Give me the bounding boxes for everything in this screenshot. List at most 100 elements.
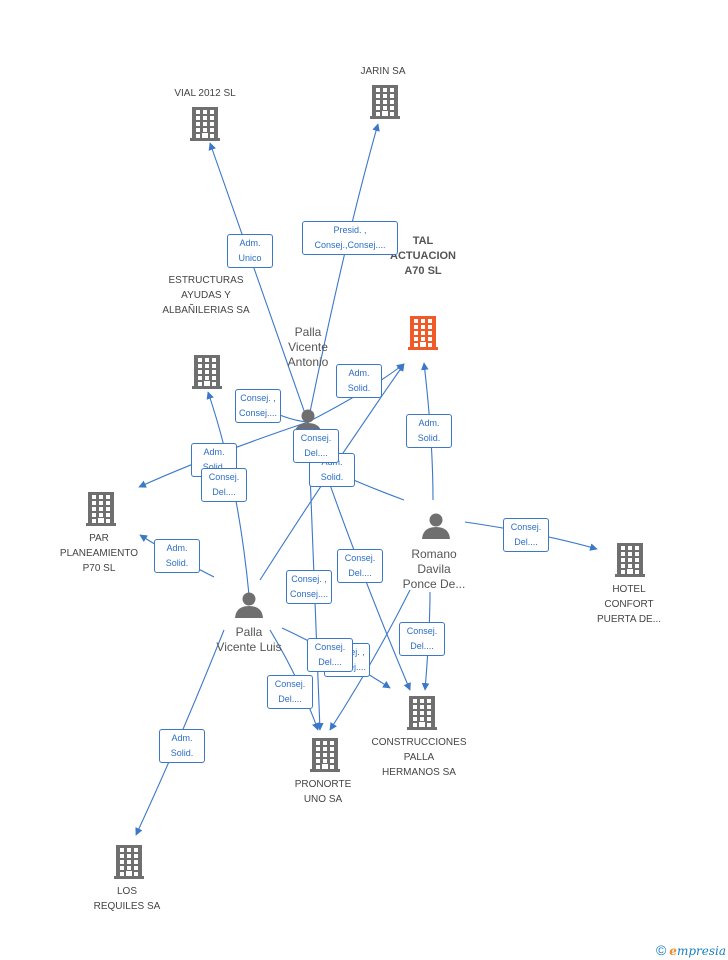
building-icon[interactable] <box>615 543 645 577</box>
edge-label-pva-to-jarin[interactable]: Presid. ,Consej.,Consej.... <box>302 221 398 255</box>
edge-label-line: Consej. <box>510 522 542 532</box>
edge-label-line: Consej. <box>274 679 306 689</box>
edge-label-pva-to-tal[interactable]: Adm.Solid. <box>336 364 382 398</box>
building-icon[interactable] <box>86 492 116 526</box>
edge-label-pva-to-estructuras[interactable]: Consej. , Consej.... <box>235 389 281 423</box>
person-icon[interactable] <box>422 513 450 540</box>
edge-label-romano-to-hotel[interactable]: Consej. Del.... <box>503 518 549 552</box>
edge-label-line: Consej. <box>406 626 438 636</box>
node-label-line: VIAL 2012 SL <box>174 88 236 99</box>
edge-label-line: Consej. <box>300 433 332 443</box>
brand-name: mpresia <box>676 944 726 958</box>
building-icon[interactable] <box>408 316 438 350</box>
edge-label-line: Adm. <box>166 543 188 553</box>
node-label-estructuras[interactable]: ESTRUCTURAS AYUDAS Y ALBAÑILERIAS SA <box>141 273 271 318</box>
edge-label-line: Presid. , <box>333 225 367 235</box>
edge-label-line: Adm. <box>171 733 193 743</box>
edge-label-pvl-to-requiles[interactable]: Adm. Solid. <box>159 729 205 763</box>
edge-label-line: Del.... <box>212 487 236 497</box>
node-label-line: CONFORT <box>604 599 654 610</box>
brand-initial: e <box>669 944 677 958</box>
edge-label-line: Consej. <box>344 553 376 563</box>
edge-label-line: Solid. <box>417 433 441 443</box>
edge-label-line: Consej.... <box>289 589 329 599</box>
node-label-hotel[interactable]: HOTEL CONFORT PUERTA DE... <box>564 582 694 627</box>
edge-label-pva-to-pronorte[interactable]: Consej. , Consej.... <box>286 570 332 604</box>
node-label-line: HERMANOS SA <box>382 767 456 778</box>
node-label-line: AYUDAS Y <box>181 290 231 301</box>
edge-label-line: Solid. <box>202 462 226 472</box>
node-label-line: Palla <box>235 625 263 639</box>
node-label-line: A70 SL <box>404 265 442 277</box>
brand-footer[interactable]: ©empresia <box>656 942 726 958</box>
edge-label-line: Consej.... <box>238 408 278 418</box>
node-label-line: TAL <box>412 235 434 247</box>
edge-pva-to-vial <box>208 142 309 423</box>
node-label-line: UNO SA <box>303 794 343 805</box>
edge-label-pvl-to-pronorte[interactable]: Consej. Del.... <box>267 675 313 709</box>
node-label-line: PALLA <box>403 752 435 763</box>
node-label-line: ESTRUCTURAS <box>168 275 244 286</box>
edge-romano-to-pronorte <box>329 589 411 731</box>
node-label-line: Davila <box>417 562 451 576</box>
edge-label-line: Consej. , <box>240 393 276 403</box>
building-icon[interactable] <box>370 85 400 119</box>
edge-label-line: Adm. <box>418 418 440 428</box>
edge-label-line: Solid. <box>165 558 189 568</box>
edge-label-line: Consej. , <box>291 574 327 584</box>
node-label-line: P70 SL <box>82 563 116 574</box>
edge-label-line: Solid. <box>170 748 194 758</box>
building-icon[interactable] <box>310 738 340 772</box>
node-label-line: LOS <box>116 886 137 897</box>
edge-label-line: Consej. <box>314 642 346 652</box>
building-icon[interactable] <box>407 696 437 730</box>
edge-label-line: Del.... <box>304 448 328 458</box>
building-icon[interactable] <box>190 107 220 141</box>
node-label-line: ALBAÑILERIAS SA <box>162 305 250 316</box>
edge-label-romano-to-construcciones[interactable]: Consej. Del.... <box>399 622 445 656</box>
edge-label-line: Del.... <box>410 641 434 651</box>
node-label-line: HOTEL <box>612 584 646 595</box>
node-label-tal[interactable]: TAL ACTUACION A70 SL <box>358 234 488 279</box>
node-label-line: Antonio <box>287 355 329 369</box>
edge-pva-to-jarin <box>307 123 380 423</box>
node-label-line: Romano <box>411 547 457 561</box>
node-label-line: Palla <box>294 325 322 339</box>
edge-label-line: Solid. <box>320 472 344 482</box>
node-label-line: PUERTA DE... <box>596 614 662 625</box>
edge-label-line: Unico <box>238 253 262 263</box>
node-label-jarin[interactable]: JARIN SA <box>318 64 448 79</box>
node-label-line: Vicente Luis <box>216 640 282 654</box>
edge-label-pva-to-vial[interactable]: Adm. Unico <box>227 234 273 268</box>
copyright-icon: © <box>655 942 667 958</box>
edge-label-line: Adm. <box>239 238 261 248</box>
person-icon[interactable] <box>235 592 263 619</box>
edge-label-line: Adm. <box>203 447 225 457</box>
edge-label-pva-to-construcciones[interactable]: Consej. Del.... <box>337 549 383 583</box>
node-label-line: Vicente <box>288 340 328 354</box>
edge-label-pvl-to-par[interactable]: Adm. Solid. <box>154 539 200 573</box>
edge-label-line: Del.... <box>348 568 372 578</box>
edge-label-pvl-to-estructuras[interactable]: Consej.Del.... <box>201 468 247 502</box>
edge-label-line: Del.... <box>278 694 302 704</box>
node-label-line: JARIN SA <box>360 66 406 77</box>
edge-label-line: Del.... <box>318 657 342 667</box>
node-label-line: ACTUACION <box>390 250 456 262</box>
edge-label-line: Del.... <box>514 537 538 547</box>
node-label-vial[interactable]: VIAL 2012 SL <box>140 86 270 101</box>
edge-label-romano-to-tal[interactable]: Adm. Solid. <box>406 414 452 448</box>
edge-label-romano-to-pronorte[interactable]: Consej. Del.... <box>307 638 353 672</box>
building-icon[interactable] <box>192 355 222 389</box>
edge-label-romano-to-estructuras[interactable]: Consej. Del.... <box>293 429 339 463</box>
node-label-line: PLANEAMIENTO <box>59 548 139 559</box>
building-icon[interactable] <box>114 845 144 879</box>
